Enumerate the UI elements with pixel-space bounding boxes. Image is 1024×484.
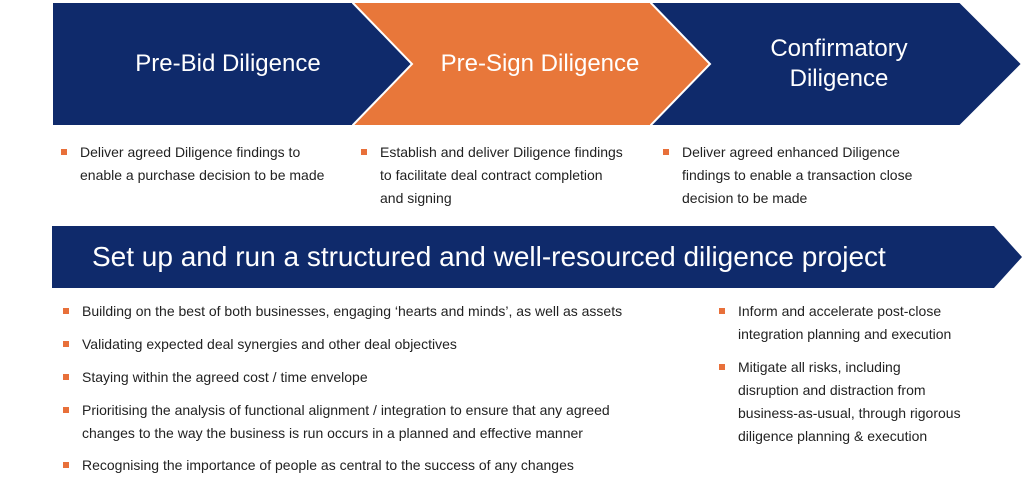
square-bullet-icon xyxy=(63,374,69,380)
list-item: Deliver agreed Diligence findings to ena… xyxy=(58,141,358,187)
square-bullet-icon xyxy=(719,364,725,370)
square-bullet-icon xyxy=(63,341,69,347)
pre-bid-description: Deliver agreed Diligence findings to ena… xyxy=(58,141,358,187)
phase-confirmatory-shape xyxy=(650,2,1024,126)
list-item: Inform and accelerate post-close integra… xyxy=(716,300,1006,346)
project-points-left: Building on the best of both businesses,… xyxy=(60,300,700,484)
phase-pre-sign-chevron: Pre-Sign Diligence xyxy=(352,2,714,126)
phase-confirmatory-chevron: Confirmatory Diligence xyxy=(650,2,1024,126)
project-banner-shape xyxy=(52,226,1022,288)
list-item: Deliver agreed enhanced Diligence findin… xyxy=(660,141,960,210)
square-bullet-icon xyxy=(719,308,725,314)
phase-pre-bid-chevron: Pre-Bid Diligence xyxy=(52,2,416,126)
square-bullet-icon xyxy=(361,149,367,155)
project-banner-label: Set up and run a structured and well-res… xyxy=(92,241,886,272)
square-bullet-icon xyxy=(63,308,69,314)
confirmatory-description: Deliver agreed enhanced Diligence findin… xyxy=(660,141,960,210)
pre-sign-description: Establish and deliver Diligence findings… xyxy=(358,141,658,210)
phase-pre-sign-label: Pre-Sign Diligence xyxy=(440,50,640,77)
list-item: Mitigate all risks, including disruption… xyxy=(716,356,1006,448)
list-item: Validating expected deal synergies and o… xyxy=(60,333,700,356)
square-bullet-icon xyxy=(63,407,69,413)
phase-confirmatory-label-line1: Confirmatory xyxy=(770,35,908,62)
list-item: Building on the best of both businesses,… xyxy=(60,300,700,323)
list-item: Staying within the agreed cost / time en… xyxy=(60,366,700,389)
square-bullet-icon xyxy=(63,462,69,468)
list-item: Recognising the importance of people as … xyxy=(60,454,700,477)
project-banner-arrow: Set up and run a structured and well-res… xyxy=(52,226,1022,288)
phase-confirmatory-label-line2: Diligence xyxy=(789,65,889,92)
list-item: Establish and deliver Diligence findings… xyxy=(358,141,658,210)
list-item: Prioritising the analysis of functional … xyxy=(60,399,700,445)
phase-pre-bid-label: Pre-Bid Diligence xyxy=(135,50,321,77)
phase-pre-sign-shape xyxy=(352,2,714,126)
project-points-right: Inform and accelerate post-close integra… xyxy=(716,300,1006,458)
phase-confirmatory-label: Confirmatory Diligence xyxy=(674,2,1004,126)
square-bullet-icon xyxy=(61,149,67,155)
square-bullet-icon xyxy=(663,149,669,155)
